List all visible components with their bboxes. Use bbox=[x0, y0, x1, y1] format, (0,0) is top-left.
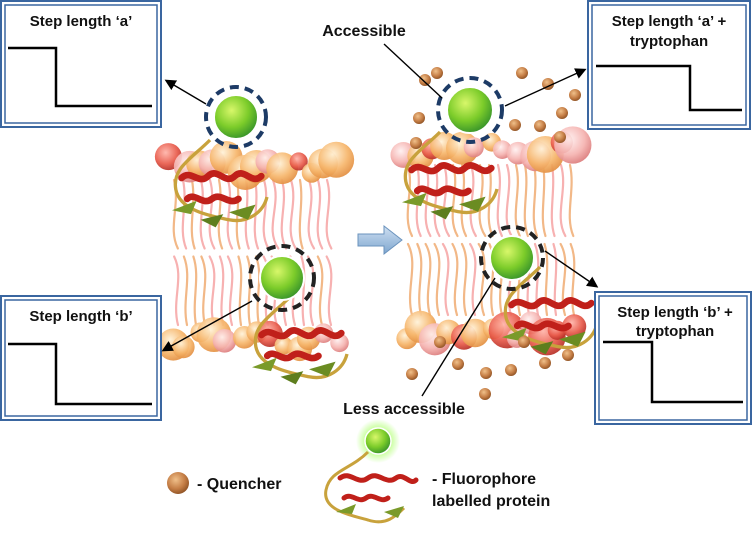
panel-step-length-b-tryptophan: Step length ‘b’ + tryptophan bbox=[594, 291, 752, 425]
fluorophore-right-bottom bbox=[479, 225, 545, 291]
step-trace-a-trp bbox=[596, 64, 742, 112]
pointer-arrows bbox=[161, 68, 599, 352]
accessible-label: Accessible bbox=[322, 23, 406, 40]
legend-fluorophore-label-line2: labelled protein bbox=[432, 493, 550, 510]
transition-arrow bbox=[357, 224, 403, 256]
panel-step-length-b: Step length ‘b’ bbox=[0, 295, 162, 421]
panel-a-trp-title-line2: tryptophan bbox=[630, 33, 708, 50]
legend-fluorophore-label-line1: - Fluorophore bbox=[432, 471, 536, 488]
less-accessible-callout-line bbox=[421, 277, 496, 397]
step-trace-b-trp bbox=[603, 340, 743, 404]
quencher-legend-icon bbox=[167, 472, 189, 494]
fluorophore-left-bottom bbox=[248, 244, 316, 312]
panel-step-length-a: Step length ‘a’ bbox=[0, 0, 162, 128]
step-trace-a bbox=[8, 46, 152, 108]
lipid-bilayer-right bbox=[390, 126, 592, 356]
fluorophore-left-top bbox=[204, 85, 268, 149]
labelled-proteins bbox=[172, 130, 599, 385]
panel-b-trp-title-line1: Step length ‘b’ + bbox=[617, 304, 733, 321]
fluorophore-protein-legend-icon bbox=[324, 419, 419, 524]
panel-a-trp-title-line1: Step length ‘a’ + bbox=[612, 13, 727, 30]
accessible-callout-line bbox=[383, 43, 443, 99]
less-accessible-label: Less accessible bbox=[343, 401, 465, 418]
legend-quencher-label: - Quencher bbox=[197, 476, 281, 493]
panel-b-trp-title-line2: tryptophan bbox=[636, 323, 714, 340]
panel-step-length-a-tryptophan: Step length ‘a’ + tryptophan bbox=[587, 0, 751, 130]
panel-a-title: Step length ‘a’ bbox=[30, 13, 133, 30]
fluorophore-right-top bbox=[436, 76, 504, 144]
legend: - Quencher - Fluorophore labelled protei… bbox=[167, 419, 550, 524]
panel-b-title: Step length ‘b’ bbox=[29, 308, 132, 325]
quencher-particles bbox=[406, 67, 581, 400]
step-trace-b bbox=[8, 342, 152, 406]
